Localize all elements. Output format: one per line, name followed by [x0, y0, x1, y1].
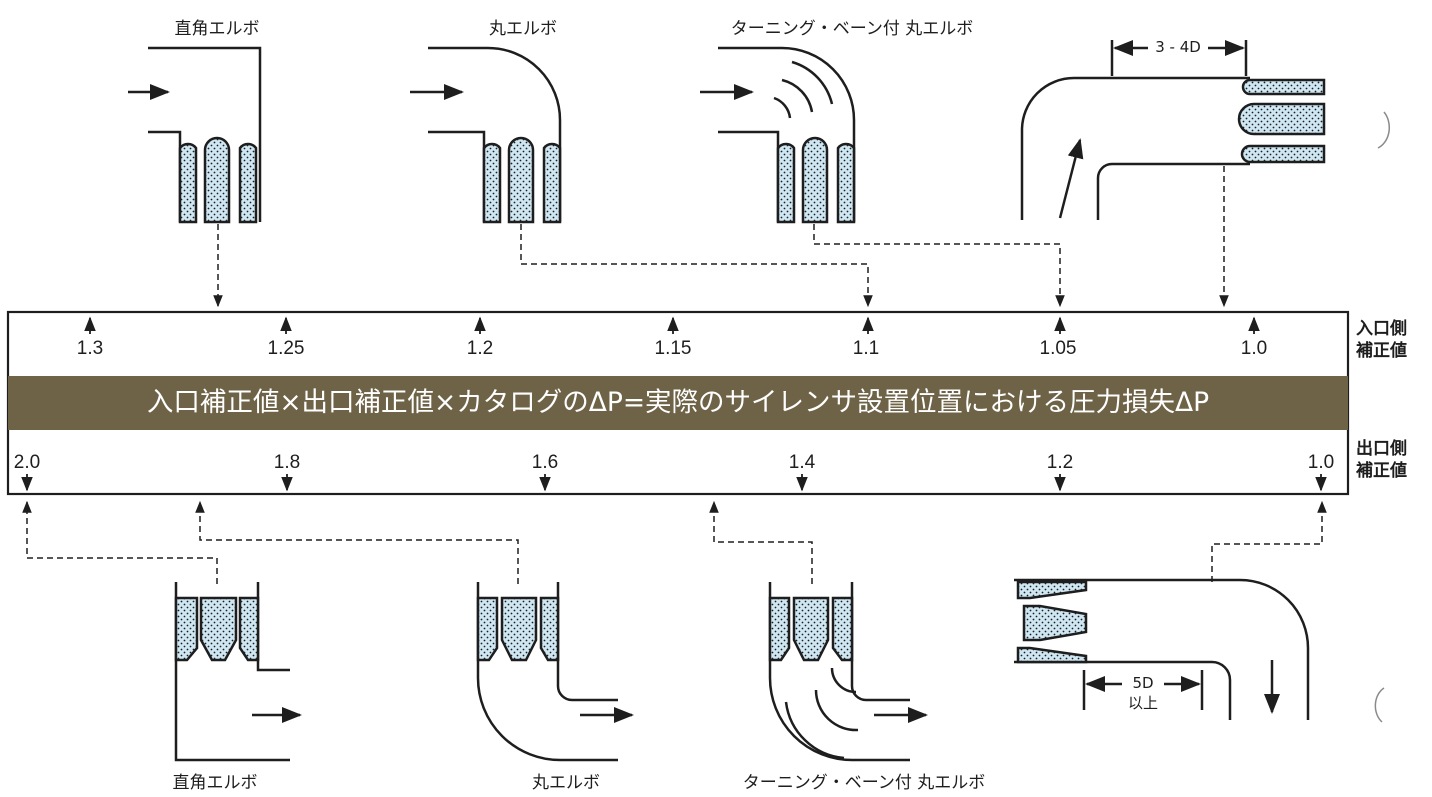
outlet-elbow-square-label: 直角エルボ — [172, 773, 258, 793]
outlet-straight-dimension: 5D — [1132, 674, 1154, 692]
inlet-side-label-line2: 補正値 — [1356, 341, 1407, 361]
inlet-tick-label: 1.15 — [654, 338, 692, 359]
outlet-elbow-round-label: 丸エルボ — [532, 773, 600, 793]
inlet-straight-dimension: 3 - 4D — [1155, 38, 1201, 56]
inlet-tick-label: 1.1 — [852, 338, 880, 359]
inlet-elbow-straight-run — [1020, 40, 1326, 220]
outlet-tick-label: 1.4 — [788, 452, 816, 473]
inlet-tick-arrows — [84, 316, 1260, 334]
outlet-tick-label: 1.6 — [531, 452, 559, 473]
scan-artifact-mark — [1374, 687, 1385, 723]
outlet-side-label-line1: 出口側 — [1356, 439, 1407, 459]
inlet-tick-label: 1.3 — [76, 338, 104, 359]
outlet-tick-arrows — [21, 474, 1327, 492]
inlet-elbow-square-label: 直角エルボ — [174, 19, 260, 39]
outlet-tick-label: 1.8 — [273, 452, 301, 473]
inlet-elbow-round — [410, 46, 562, 224]
inlet-side-label: 入口側 補正値 — [1356, 318, 1407, 362]
inlet-elbow-vanes-label: ターニング・ベーン付 丸エルボ — [730, 19, 974, 39]
outlet-tick-label: 1.2 — [1046, 452, 1074, 473]
formula-banner: 入口補正値×出口補正値×カタログのΔP=実際のサイレンサ設置位置における圧力損失… — [8, 376, 1348, 430]
outlet-elbow-vanes-label: ターニング・ベーン付 丸エルボ — [742, 773, 986, 793]
outlet-side-label-line2: 補正値 — [1356, 461, 1407, 481]
outlet-elbow-straight-run — [1014, 578, 1310, 720]
outlet-leaders — [22, 500, 1327, 584]
outlet-elbow-round — [476, 582, 634, 762]
inlet-leaders — [213, 166, 1229, 308]
inlet-tick-label: 1.25 — [267, 338, 305, 359]
inlet-elbow-square — [128, 46, 262, 224]
inlet-tick-label: 1.2 — [466, 338, 494, 359]
outlet-elbow-square — [174, 582, 302, 762]
inlet-side-label-line1: 入口側 — [1356, 319, 1407, 339]
outlet-straight-dimension-suffix: 以上 — [1127, 694, 1158, 712]
outlet-side-label: 出口側 補正値 — [1356, 438, 1407, 482]
formula-text: 入口補正値×出口補正値×カタログのΔP=実際のサイレンサ設置位置における圧力損失… — [146, 387, 1210, 418]
outlet-tick-label: 2.0 — [13, 452, 41, 473]
outlet-tick-label: 1.0 — [1307, 452, 1335, 473]
inlet-elbow-round-label: 丸エルボ — [489, 19, 557, 39]
outlet-elbow-vanes — [768, 582, 928, 762]
inlet-tick-label: 1.0 — [1240, 338, 1268, 359]
inlet-elbow-vanes — [700, 46, 856, 224]
scan-artifact-mark — [1377, 111, 1391, 149]
inlet-tick-label: 1.05 — [1039, 338, 1077, 359]
